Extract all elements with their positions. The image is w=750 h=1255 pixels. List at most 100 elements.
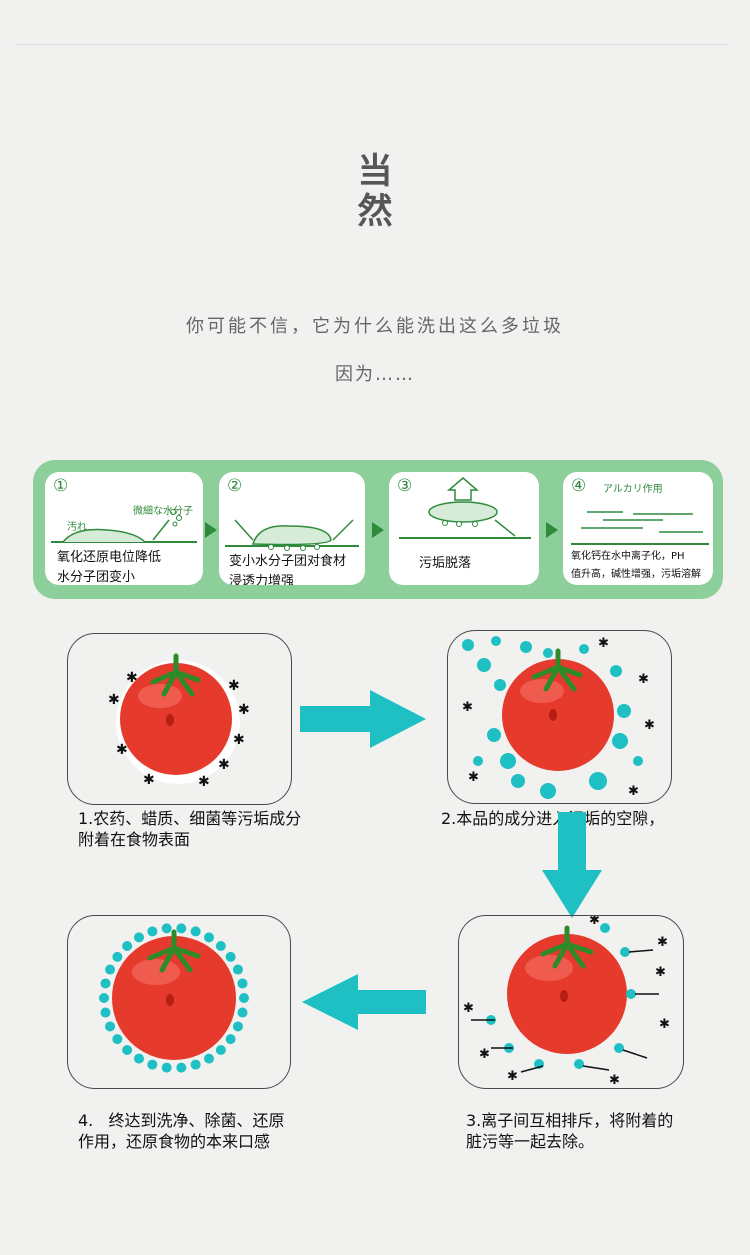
svg-text:✱: ✱	[228, 678, 240, 694]
intro-line-1: 你可能不信，它为什么能洗出这么多垃圾	[186, 316, 564, 337]
svg-text:✱: ✱	[462, 700, 473, 715]
clean-dot	[99, 993, 109, 1003]
svg-text:✱: ✱	[143, 772, 155, 788]
title-char-2: 然	[357, 192, 393, 232]
panel-3-frame: ✱✱✱ ✱✱✱ ✱✱	[458, 915, 684, 1089]
svg-text:✱: ✱	[644, 718, 655, 733]
clean-dot	[112, 1034, 123, 1045]
step-2-illustration	[225, 519, 359, 551]
clean-dot	[215, 940, 226, 951]
clean-dot	[204, 932, 214, 943]
svg-text:✱: ✱	[479, 1047, 490, 1062]
step-1-illustration	[51, 509, 197, 543]
svg-text:✱: ✱	[198, 774, 210, 790]
process-banner: ① 微細な水分子 汚れ 氧化还原电位降低 水分子团变小 ② 变小水分子团对食材 …	[33, 460, 723, 599]
clean-dot	[122, 1045, 133, 1056]
svg-text:✱: ✱	[238, 702, 250, 718]
svg-text:✱: ✱	[116, 742, 128, 758]
clean-dot	[176, 1062, 187, 1073]
top-divider	[15, 44, 729, 45]
panel-1-caption-line1: 1.农药、蜡质、细菌等污垢成分	[78, 809, 302, 828]
step-2-number: ②	[227, 476, 243, 496]
clean-dot	[134, 932, 144, 943]
clean-dot	[105, 964, 116, 975]
step-4-card: ④ アルカリ作用 氧化钙在水中离子化，PH 值升高，碱性增强，污垢溶解	[563, 472, 713, 585]
step-1-text-line2: 水分子团变小	[57, 570, 136, 585]
svg-text:✱: ✱	[609, 1073, 620, 1088]
clean-dot	[100, 1007, 111, 1018]
step-1-tag: 微細な水分子	[133, 506, 193, 517]
clean-dot	[239, 993, 249, 1003]
title-char-1: 当	[357, 152, 393, 192]
step-1-text-line1: 氧化还原电位降低	[57, 550, 162, 565]
step-4-illustration	[571, 511, 709, 545]
step-2-text-line1: 变小水分子团对食材	[229, 554, 347, 569]
panel-2-caption: 2.本品的成分进入污垢的空隙，	[441, 809, 665, 828]
step-arrow-icon	[205, 522, 217, 538]
svg-text:✱: ✱	[657, 935, 668, 950]
clean-dot	[112, 951, 123, 962]
panel-3-caption-line2: 脏污等一起去除。	[466, 1132, 595, 1151]
panel-2-frame: ✱✱✱ ✱✱✱	[447, 630, 672, 804]
clean-dot	[176, 923, 187, 934]
step-1-tag-dirt: 汚れ	[67, 522, 87, 533]
clean-dot	[100, 978, 111, 989]
panel-4-caption: 4. 终达到洗净、除菌、还原 作用，还原食物的本来口感	[78, 1110, 285, 1152]
step-4-text: 氧化钙在水中离子化，PH 值升高，碱性增强，污垢溶解	[571, 548, 701, 584]
svg-text:✱: ✱	[218, 757, 230, 773]
step-arrow-icon	[546, 522, 558, 538]
step-2-card: ② 变小水分子团对食材 浸透力增强	[219, 472, 365, 585]
svg-text:✱: ✱	[655, 965, 666, 980]
svg-text:✱: ✱	[126, 670, 138, 686]
clean-dot	[147, 1059, 158, 1070]
panel-1-frame: ✱✱✱ ✱✱✱ ✱✱✱	[67, 633, 292, 805]
tomato-dirty-illustration: ✱✱✱ ✱✱✱ ✱✱✱	[108, 653, 250, 790]
step-2-text-line2: 浸透力增强	[229, 574, 295, 585]
clean-dot	[232, 1021, 243, 1032]
clean-dot	[190, 926, 201, 937]
svg-text:✱: ✱	[598, 636, 609, 651]
step-1-number: ①	[53, 476, 69, 496]
clean-dot	[225, 1034, 236, 1045]
svg-text:✱: ✱	[507, 1069, 518, 1084]
clean-dot	[134, 1053, 144, 1064]
step-3-illustration	[399, 477, 531, 539]
tomato-penetrate-illustration: ✱✱✱ ✱✱✱	[462, 636, 655, 799]
clean-dot	[161, 1062, 172, 1073]
step-1-text: 氧化还原电位降低 水分子团变小	[57, 548, 161, 585]
clean-dot	[190, 1059, 201, 1070]
tomato-clean-illustration	[99, 923, 249, 1073]
svg-text:✱: ✱	[108, 692, 120, 708]
clean-dot	[122, 940, 133, 951]
step-4-tag: アルカリ作用	[603, 484, 663, 495]
clean-dot	[215, 1045, 226, 1056]
step-4-text-line2: 值升高，碱性增强，污垢溶解	[571, 569, 701, 580]
clean-dot	[161, 923, 172, 934]
clean-dot	[147, 926, 158, 937]
arrow-down-icon	[542, 812, 602, 918]
panel-3-caption-line1: 3.离子间互相排斥，将附着的	[466, 1111, 674, 1130]
panel-1-caption-line2: 附着在食物表面	[78, 830, 191, 849]
step-4-number: ④	[571, 476, 587, 496]
step-2-text: 变小水分子团对食材 浸透力增强	[229, 552, 346, 585]
panel-3-caption: 3.离子间互相排斥，将附着的 脏污等一起去除。	[466, 1110, 673, 1152]
svg-text:✱: ✱	[659, 1017, 670, 1032]
clean-dot	[225, 951, 236, 962]
clean-ring-dots	[99, 923, 249, 1073]
panel-4-caption-line1: 4. 终达到洗净、除菌、还原	[78, 1111, 285, 1130]
step-1-card: ① 微細な水分子 汚れ 氧化还原电位降低 水分子团变小	[45, 472, 203, 585]
clean-dot	[105, 1021, 116, 1032]
step-3-card: ③ 污垢脱落	[389, 472, 539, 585]
svg-text:✱: ✱	[463, 1001, 474, 1016]
arrow-left-icon	[302, 974, 426, 1030]
clean-dot	[204, 1053, 214, 1064]
step-4-text-line1: 氧化钙在水中离子化，PH	[571, 551, 685, 562]
page-title: 当 然	[355, 152, 395, 232]
tomato-repel-illustration: ✱✱✱ ✱✱✱ ✱✱	[463, 916, 670, 1088]
svg-text:✱: ✱	[233, 732, 245, 748]
intro-line-2: 因为……	[335, 364, 415, 385]
step-arrow-icon	[372, 522, 384, 538]
clean-dot	[237, 978, 248, 989]
panel-4-frame	[67, 915, 291, 1089]
arrow-right-icon	[300, 690, 426, 748]
